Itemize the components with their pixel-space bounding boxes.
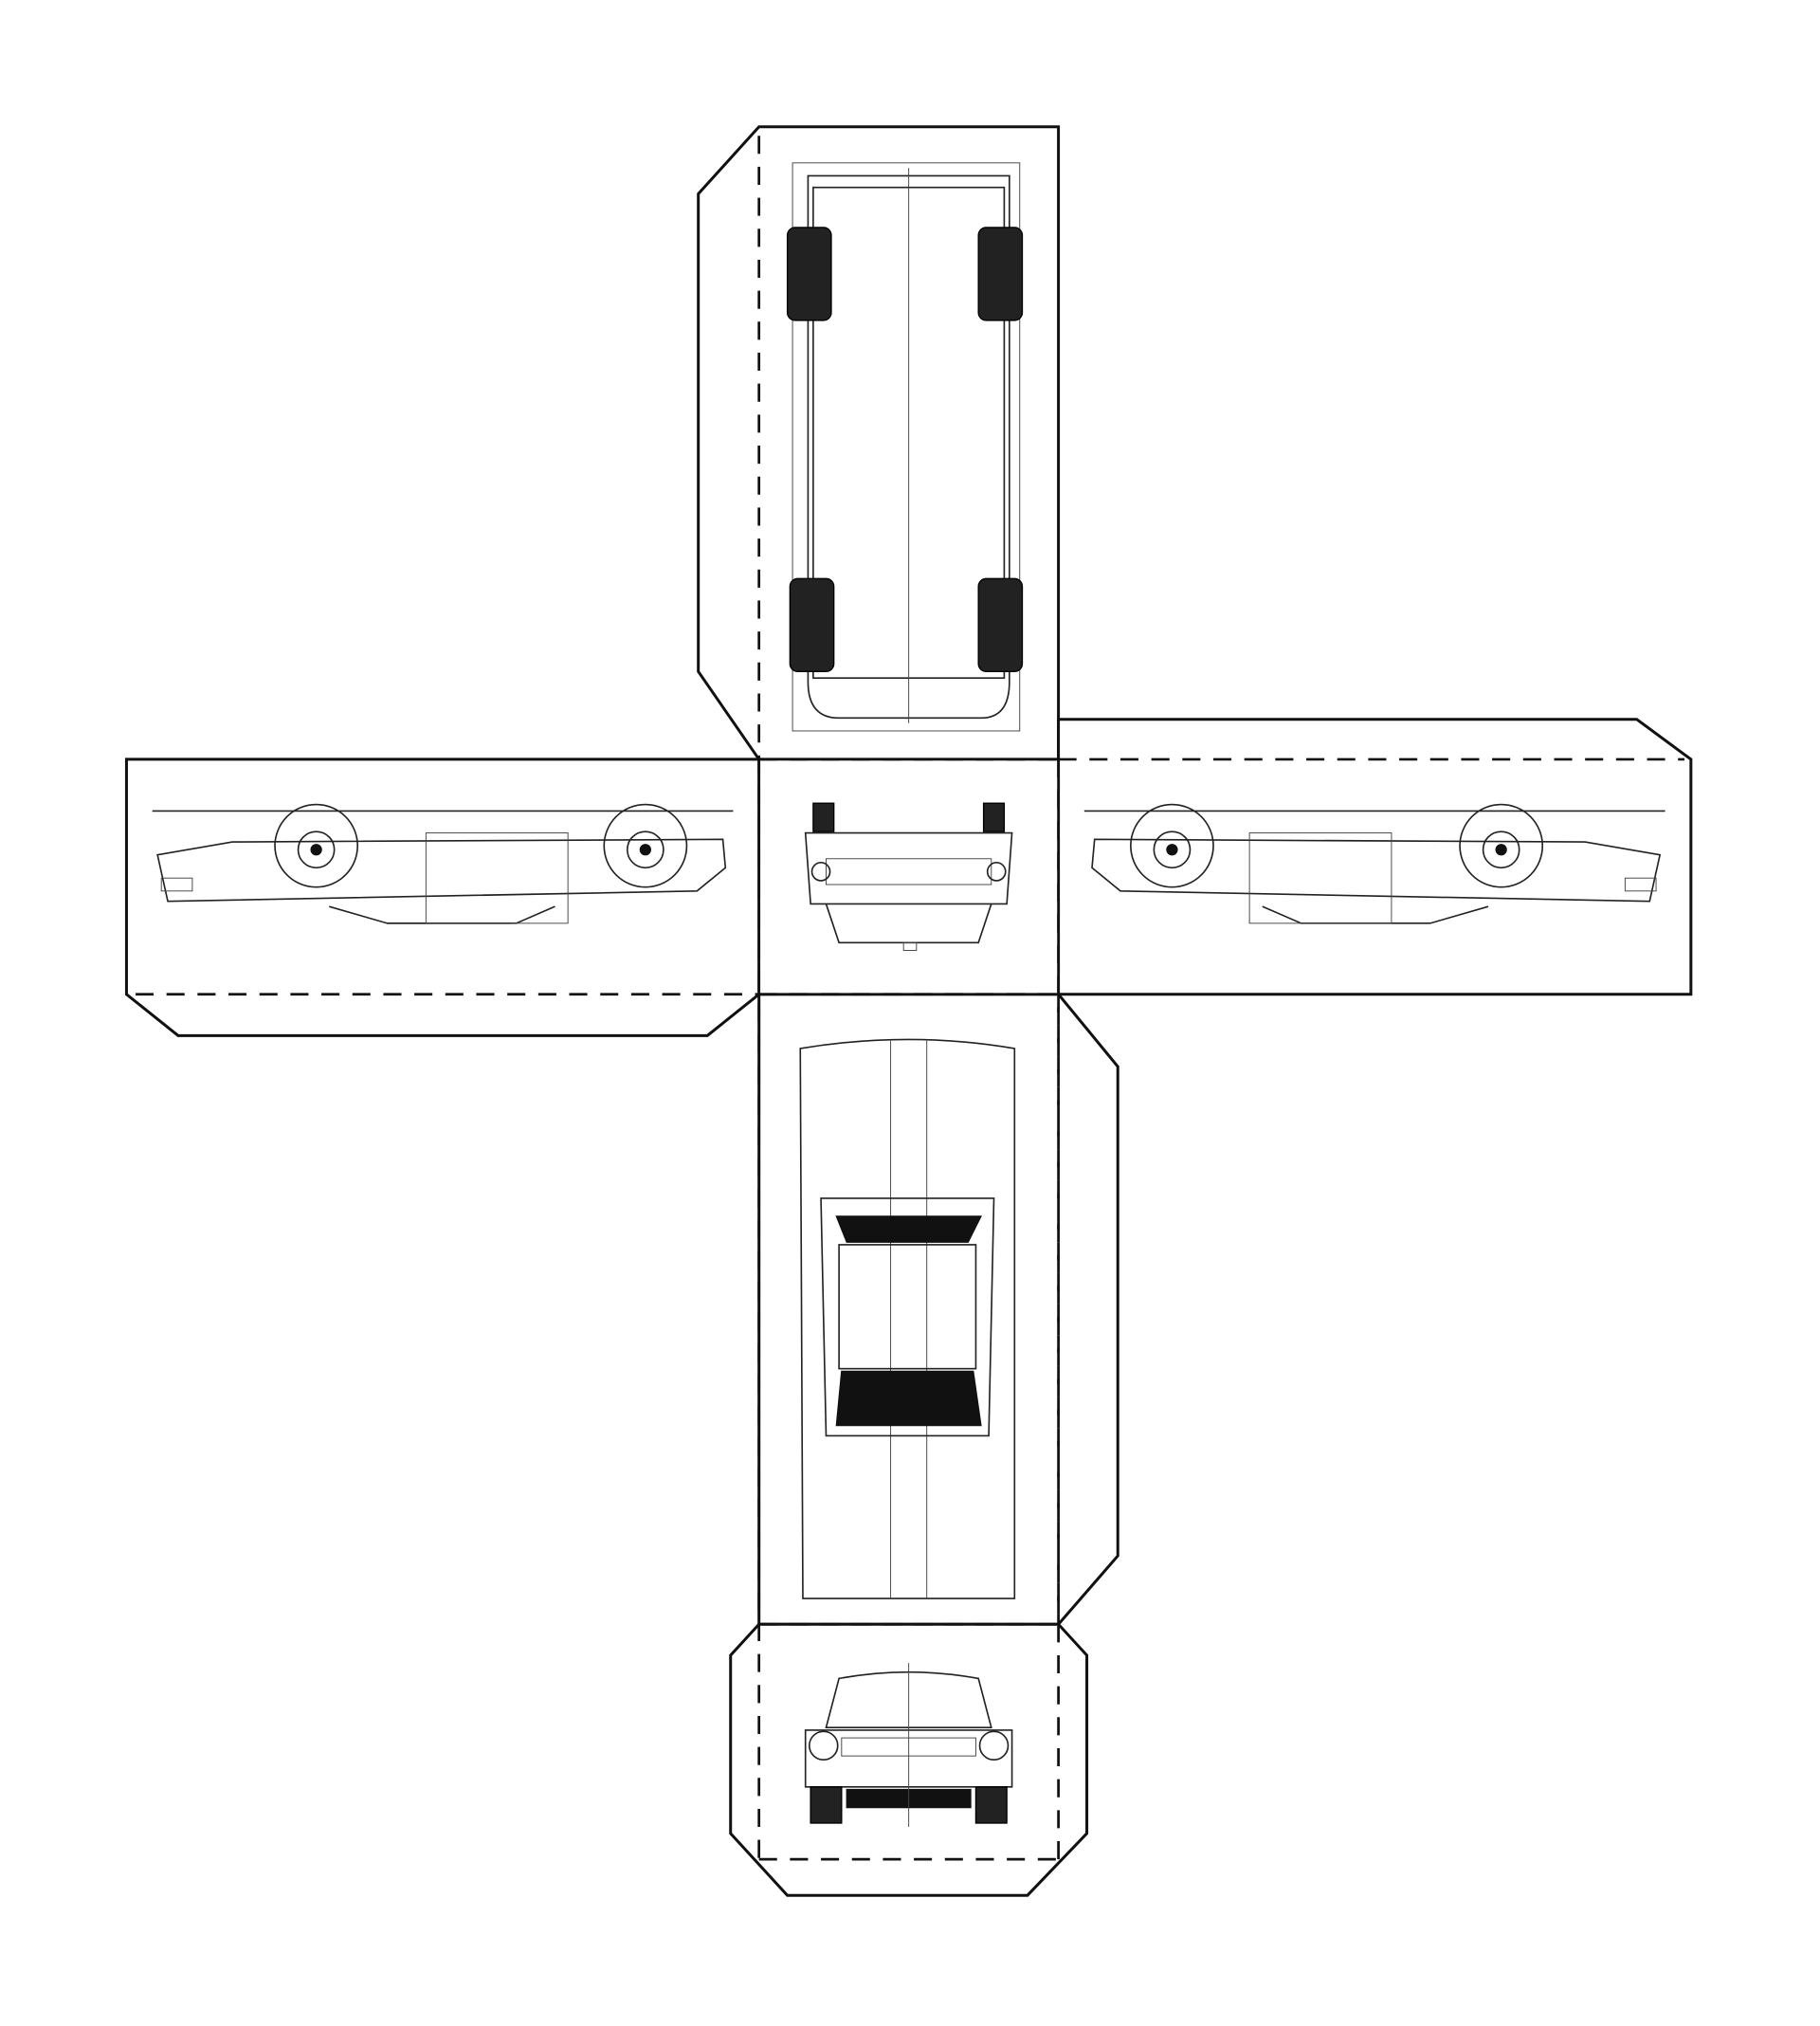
tire-icon — [789, 577, 835, 673]
car-rear-view — [804, 802, 1013, 951]
tire-icon — [786, 227, 832, 321]
car-top-view — [799, 1038, 1016, 1599]
tire-icon — [977, 577, 1024, 673]
car-front-view — [804, 1663, 1013, 1828]
bottom-panel-outline — [757, 993, 1119, 1626]
car-side-view-left — [152, 803, 734, 924]
fold-lines — [135, 136, 1685, 1861]
car-underside-view — [786, 162, 1024, 732]
tire-icon — [977, 227, 1024, 321]
car-side-view-right — [1083, 803, 1665, 924]
center-panel — [757, 757, 1060, 996]
